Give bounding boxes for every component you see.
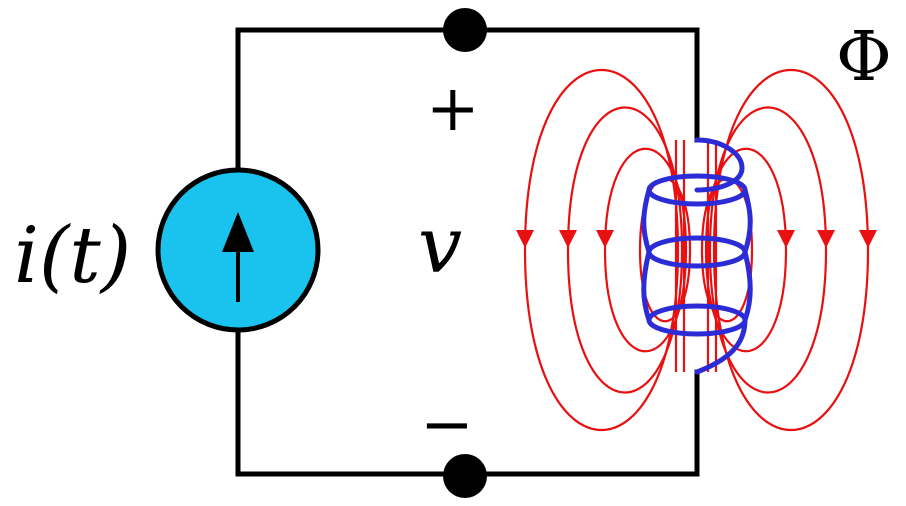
triangle-down-icon (859, 230, 877, 248)
coil-turn-2 (646, 235, 748, 269)
current-source (155, 167, 321, 333)
inductor-coil (641, 137, 753, 375)
triangle-down-icon (817, 230, 835, 248)
field-line-left-middle (566, 106, 684, 394)
plus-sign: + (426, 72, 480, 146)
triangle-down-icon (516, 230, 534, 248)
node-bottom (443, 454, 487, 498)
coil-lead-bottom (694, 317, 748, 375)
minus-sign: − (420, 388, 474, 462)
field-line-left-outer (523, 68, 680, 432)
field-arrows (516, 230, 877, 248)
arrow-up-icon (222, 212, 254, 252)
node-top (443, 8, 487, 52)
triangle-down-icon (559, 230, 577, 248)
coil-lead-top (694, 137, 745, 193)
flux-label: Φ (836, 18, 892, 97)
field-line-left-inner (603, 147, 688, 353)
source-label: i(t) (14, 211, 131, 301)
field-line-left-innermost (638, 177, 692, 323)
triangle-down-icon (777, 230, 795, 248)
coil-side-left (641, 187, 652, 323)
coil-side-right (742, 187, 753, 323)
field-line-right-inner (704, 147, 788, 353)
voltage-label: v (418, 201, 462, 291)
field-line-right-outer (712, 68, 870, 432)
field-line-right-middle (708, 106, 828, 394)
triangle-down-icon (596, 230, 614, 248)
